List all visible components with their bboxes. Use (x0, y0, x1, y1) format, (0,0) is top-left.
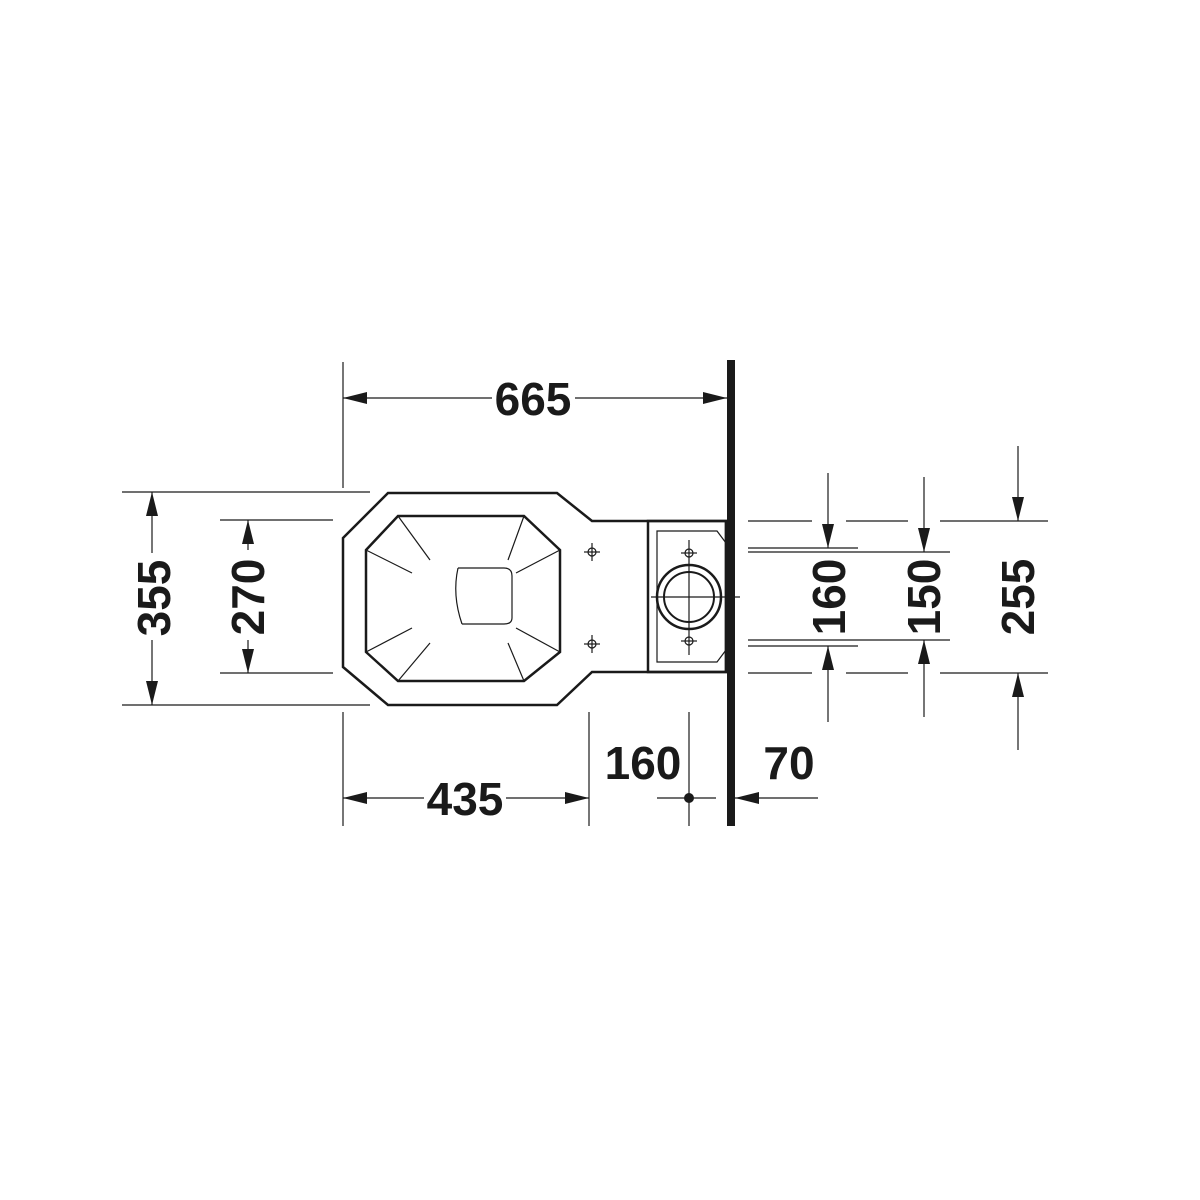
label-70: 70 (763, 737, 814, 789)
dimension-seat-width: 270 (220, 519, 333, 674)
dimension-overall-length: 665 (342, 362, 727, 488)
dimension-right-150: 150 (898, 477, 950, 717)
label-355: 355 (128, 560, 180, 637)
fixing-point-icon (584, 543, 600, 561)
label-665: 665 (495, 373, 572, 425)
label-255: 255 (992, 559, 1044, 636)
dimension-right-160: 160 (803, 473, 855, 722)
dimension-overall-width: 355 (122, 491, 370, 706)
fixing-point-icon (584, 635, 600, 653)
label-160-bottom: 160 (605, 737, 682, 789)
dimension-wall-offset: 70 (735, 737, 818, 804)
label-150: 150 (898, 559, 950, 636)
dimension-right-255: 255 (992, 446, 1044, 750)
label-435: 435 (427, 773, 504, 825)
label-160-right: 160 (803, 559, 855, 636)
dimension-seat-depth: 435 (342, 712, 590, 826)
toilet-bowl (341, 491, 728, 707)
cistern-outlet (646, 519, 740, 674)
right-extension-lines (748, 520, 1048, 674)
label-270: 270 (222, 559, 274, 636)
dimension-outlet-centre: 160 (605, 712, 716, 826)
